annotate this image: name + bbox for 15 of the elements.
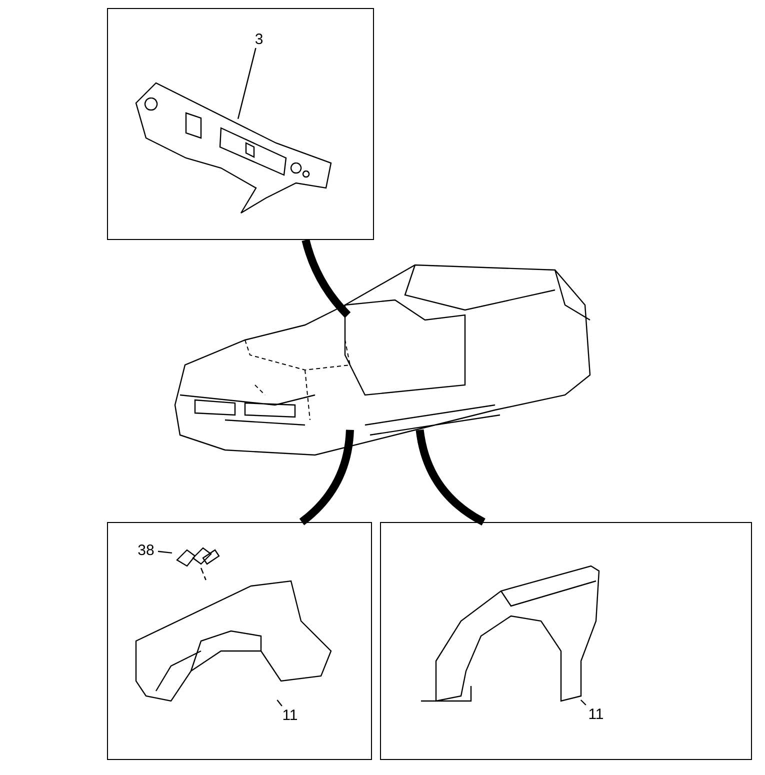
leader-line <box>158 550 172 554</box>
panel-frame <box>107 8 374 240</box>
leader-line <box>276 700 282 706</box>
callout-number: 11 <box>279 707 301 725</box>
leader-line <box>200 568 206 580</box>
panel-frame <box>107 522 372 760</box>
leader-line <box>237 48 256 120</box>
callout-connector <box>302 238 351 318</box>
callout-number: 3 <box>251 31 267 49</box>
callout-number: 38 <box>133 542 159 560</box>
leader-line <box>580 700 586 706</box>
callout-number: 11 <box>585 706 607 724</box>
callout-connector <box>416 429 486 526</box>
panel-frame <box>380 522 752 760</box>
callout-connector <box>299 430 354 526</box>
